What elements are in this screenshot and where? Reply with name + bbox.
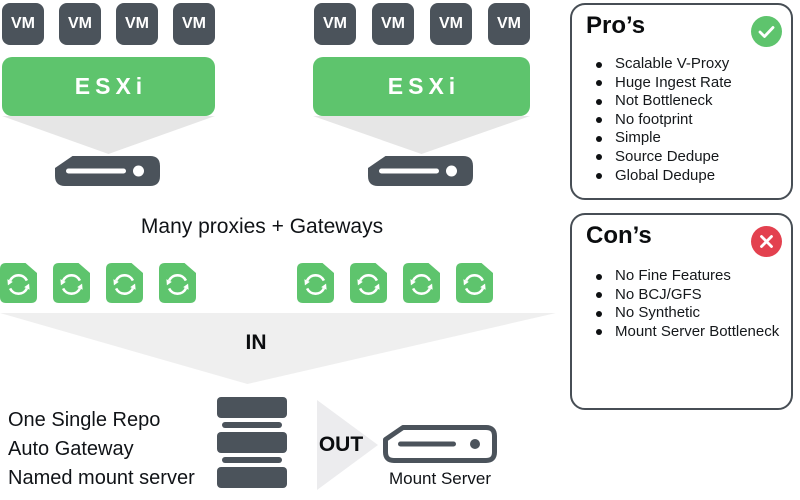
vm-icon: VM [488,3,530,45]
proxy-gateway-icon [350,263,387,303]
pros-item: Source Dedupe [594,148,732,167]
proxy-gateway-icon [403,263,440,303]
pros-item: Huge Ingest Rate [594,74,732,93]
repository-stack-icon [217,467,287,488]
vm-label: VM [439,15,463,32]
cons-item: No BCJ/GFS [594,286,779,305]
esxi-host-2: ESXi [313,57,530,116]
pros-item: No footprint [594,111,732,130]
repo-notes: One Single Repo Auto Gateway Named mount… [8,406,195,493]
in-label: IN [245,331,267,354]
proxy-gateway-icon [106,263,143,303]
disk-icon [368,156,473,186]
caption-many-proxies: Many proxies + Gateways [140,215,384,238]
x-icon [751,226,782,257]
vm-icon: VM [430,3,472,45]
cons-title: Con’s [586,222,652,249]
esxi-host-1: ESXi [2,57,215,116]
vm-label: VM [381,15,405,32]
cons-panel: Con’s No Fine Features No BCJ/GFS No Syn… [570,213,793,410]
disk-icon [55,156,160,186]
vm-icon: VM [173,3,215,45]
proxy-gateway-icon [456,263,493,303]
repository-stack-icon [217,397,287,418]
pros-item: Not Bottleneck [594,92,732,111]
pros-item: Global Dedupe [594,167,732,186]
vm-icon: VM [372,3,414,45]
vm-label: VM [323,15,347,32]
vm-label: VM [125,15,149,32]
vm-label: VM [497,15,521,32]
note-line: Auto Gateway [8,438,134,460]
proxy-gateway-icon [0,263,37,303]
vm-label: VM [68,15,92,32]
vm-label: VM [11,15,35,32]
pros-item: Simple [594,129,732,148]
mount-server-label: Mount Server [388,469,492,488]
vm-label: VM [182,15,206,32]
note-line: One Single Repo [8,409,161,431]
note-line: Named mount server [8,467,195,489]
repository-stack-icon [217,432,287,453]
proxy-gateway-icon [159,263,196,303]
mount-server-icon [383,425,497,463]
proxy-gateway-icon [53,263,90,303]
esxi-label: ESXi [74,73,148,99]
vm-icon: VM [2,3,44,45]
check-icon [751,16,782,47]
esxi-label: ESXi [387,73,461,99]
repository-stack-icon [222,422,282,428]
repository-stack-icon [222,457,282,463]
pros-item: Scalable V-Proxy [594,55,732,74]
vm-icon: VM [314,3,356,45]
pros-panel: Pro’s Scalable V-Proxy Huge Ingest Rate … [570,3,793,200]
vm-icon: VM [59,3,101,45]
cons-list: No Fine Features No BCJ/GFS No Synthetic… [594,267,779,341]
cons-item: No Synthetic [594,304,779,323]
funnel-shape [313,116,530,154]
cons-item: Mount Server Bottleneck [594,323,779,342]
pros-list: Scalable V-Proxy Huge Ingest Rate Not Bo… [594,55,732,185]
pros-title: Pro’s [586,12,646,39]
cons-item: No Fine Features [594,267,779,286]
funnel-shape [2,116,215,154]
out-label: OUT [318,433,364,456]
vm-icon: VM [116,3,158,45]
proxy-gateway-icon [297,263,334,303]
